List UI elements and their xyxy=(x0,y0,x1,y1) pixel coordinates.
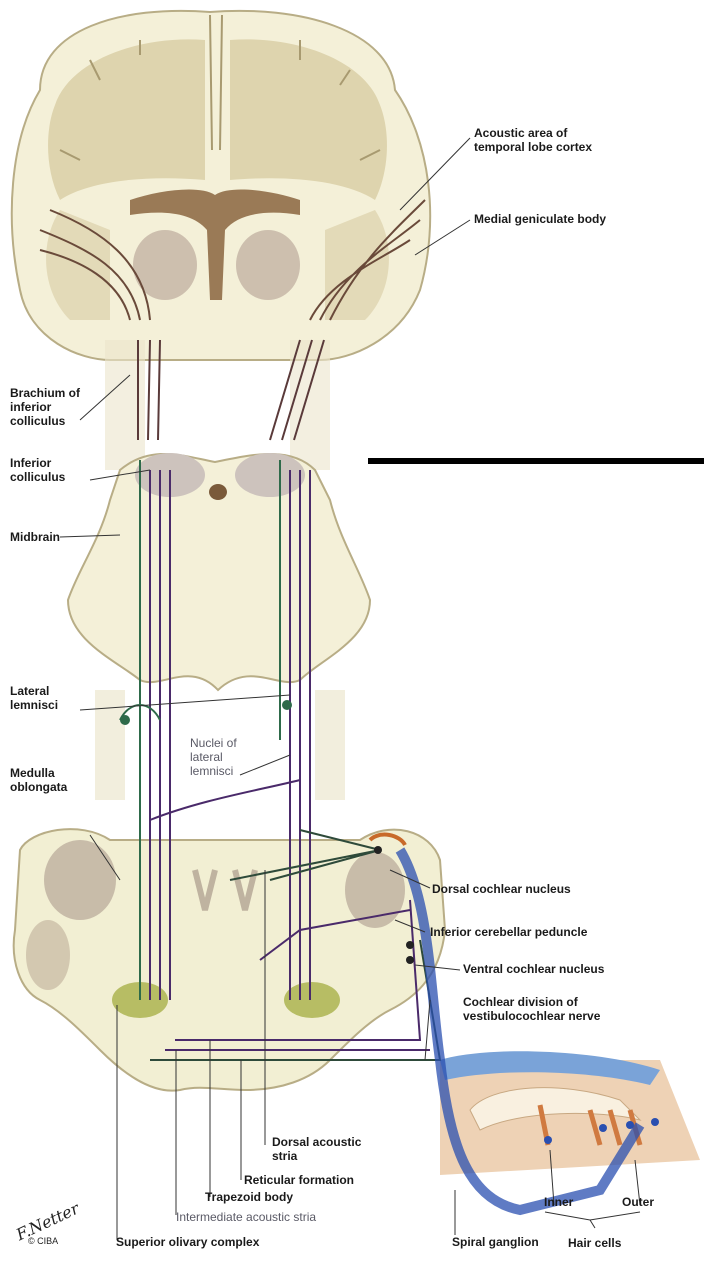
cochlea-inset xyxy=(440,1051,700,1175)
label-superior-olivary: Superior olivary complex xyxy=(116,1235,259,1249)
label-ventral-cochlear: Ventral cochlear nucleus xyxy=(463,962,604,976)
label-acoustic-area: Acoustic area of temporal lobe cortex xyxy=(474,126,592,154)
label-brachium: Brachium of inferior colliculus xyxy=(10,386,80,428)
label-intermediate-acoustic: Intermediate acoustic stria xyxy=(176,1210,316,1224)
label-inferior-colliculus: Inferior colliculus xyxy=(10,456,65,484)
label-inner: Inner xyxy=(544,1195,573,1209)
label-reticular: Reticular formation xyxy=(244,1173,354,1187)
label-dorsal-acoustic: Dorsal acoustic stria xyxy=(272,1135,361,1163)
label-cochlear-division: Cochlear division of vestibulocochlear n… xyxy=(463,995,600,1023)
medulla-section xyxy=(14,829,445,1091)
label-hair-cells: Hair cells xyxy=(568,1236,621,1250)
cerebrum-section xyxy=(12,11,430,360)
label-midbrain: Midbrain xyxy=(10,530,60,544)
label-trapezoid: Trapezoid body xyxy=(205,1190,293,1204)
label-dorsal-cochlear: Dorsal cochlear nucleus xyxy=(432,882,571,896)
label-lateral-lemnisci: Lateral lemnisci xyxy=(10,684,58,712)
label-medulla: Medulla oblongata xyxy=(10,766,67,794)
label-outer: Outer xyxy=(622,1195,654,1209)
label-nuclei-lateral-lemnisci: Nuclei of lateral lemnisci xyxy=(190,736,237,778)
label-inferior-cerebellar: Inferior cerebellar peduncle xyxy=(430,925,587,939)
label-medial-geniculate: Medial geniculate body xyxy=(474,212,606,226)
scale-bar xyxy=(368,458,704,464)
label-spiral-ganglion: Spiral ganglion xyxy=(452,1235,539,1249)
midbrain-section xyxy=(68,453,370,690)
copyright-mark: © CIBA xyxy=(28,1236,58,1246)
